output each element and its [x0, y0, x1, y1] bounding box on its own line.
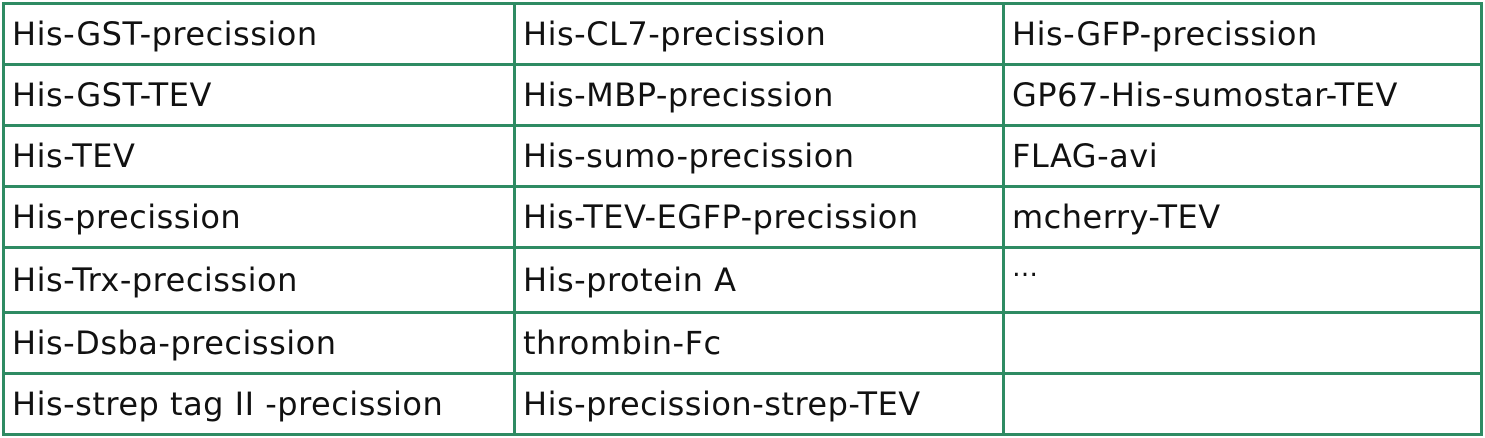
table-cell: GP67-His-sumostar-TEV: [1002, 63, 1483, 127]
ellipsis-cell: …: [1002, 246, 1483, 314]
table-row: His-strep tag II -precission His-preciss…: [2, 372, 1483, 436]
table-cell: His-precission-strep-TEV: [513, 372, 1005, 436]
table-cell: His-MBP-precission: [513, 63, 1005, 127]
table-row: His-Dsba-precission thrombin-Fc: [2, 311, 1483, 375]
table-row: His-GST-precission His-CL7-precission Hi…: [2, 2, 1483, 66]
table-cell: His-TEV-EGFP-precission: [513, 185, 1005, 249]
table-cell: His-precission: [2, 185, 516, 249]
table-cell: His-sumo-precission: [513, 124, 1005, 188]
table-cell: thrombin-Fc: [513, 311, 1005, 375]
table-cell: His-Dsba-precission: [2, 311, 516, 375]
table-cell: His-CL7-precission: [513, 2, 1005, 66]
table-cell: His-TEV: [2, 124, 516, 188]
table-row: His-precission His-TEV-EGFP-precission m…: [2, 185, 1483, 249]
empty-cell: [1002, 311, 1483, 375]
table-cell: His-GST-precission: [2, 2, 516, 66]
table-cell: His-GST-TEV: [2, 63, 516, 127]
table-row: His-TEV His-sumo-precission FLAG-avi: [2, 124, 1483, 188]
table-cell: His-strep tag II -precission: [2, 372, 516, 436]
empty-cell: [1002, 372, 1483, 436]
table-row: His-Trx-precission His-protein A …: [2, 246, 1483, 314]
table-cell: FLAG-avi: [1002, 124, 1483, 188]
table-cell: His-protein A: [513, 246, 1005, 314]
table-cell: mcherry-TEV: [1002, 185, 1483, 249]
table-cell: His-GFP-precission: [1002, 2, 1483, 66]
table-cell: His-Trx-precission: [2, 246, 516, 314]
table-row: His-GST-TEV His-MBP-precission GP67-His-…: [2, 63, 1483, 127]
